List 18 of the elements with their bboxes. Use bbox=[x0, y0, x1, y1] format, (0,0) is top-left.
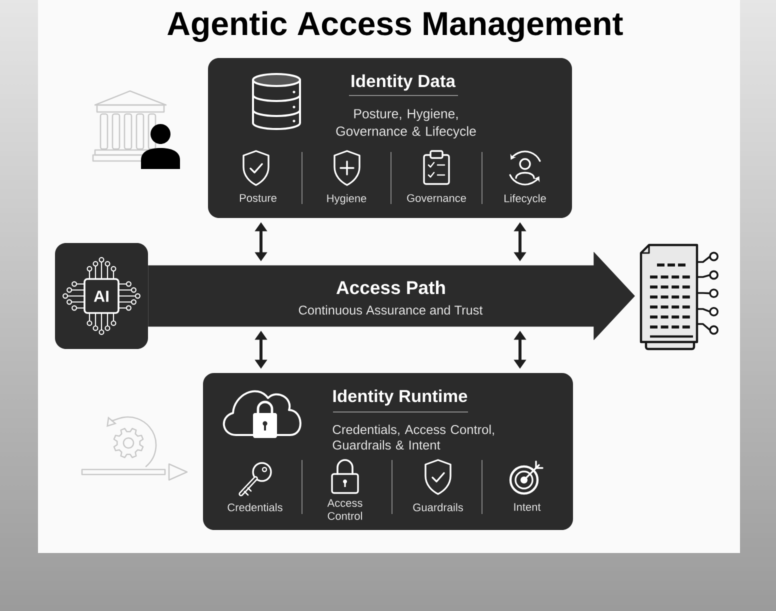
title: Agentic Access Management bbox=[168, 11, 623, 42]
icon-label: Hygiene bbox=[327, 194, 366, 204]
icon-label: Lifecycle bbox=[504, 194, 546, 204]
chip-label: AI bbox=[94, 290, 108, 302]
band-heading: Access Path bbox=[336, 280, 445, 294]
icon-label: Governance bbox=[407, 194, 466, 202]
panel-heading: Identity Data bbox=[352, 74, 456, 91]
panel-subtitle: Posture, Hygiene, Governance & Lifecycle bbox=[336, 108, 476, 139]
panel-subtitle: Credentials, Access Control, Guardrails & Intent bbox=[332, 424, 494, 450]
icon-label: Credentials bbox=[228, 503, 282, 512]
icon-label: Access Control bbox=[327, 499, 362, 520]
band-subtitle: Continuous Assurance and Trust bbox=[298, 305, 483, 315]
icon-label: Guardrails bbox=[413, 503, 463, 512]
access-path-arrow bbox=[148, 252, 635, 340]
panel-heading: Identity Runtime bbox=[333, 389, 468, 406]
icon-label: Posture bbox=[240, 194, 276, 202]
icon-label: Intent bbox=[514, 503, 541, 511]
document-icon bbox=[640, 244, 718, 350]
